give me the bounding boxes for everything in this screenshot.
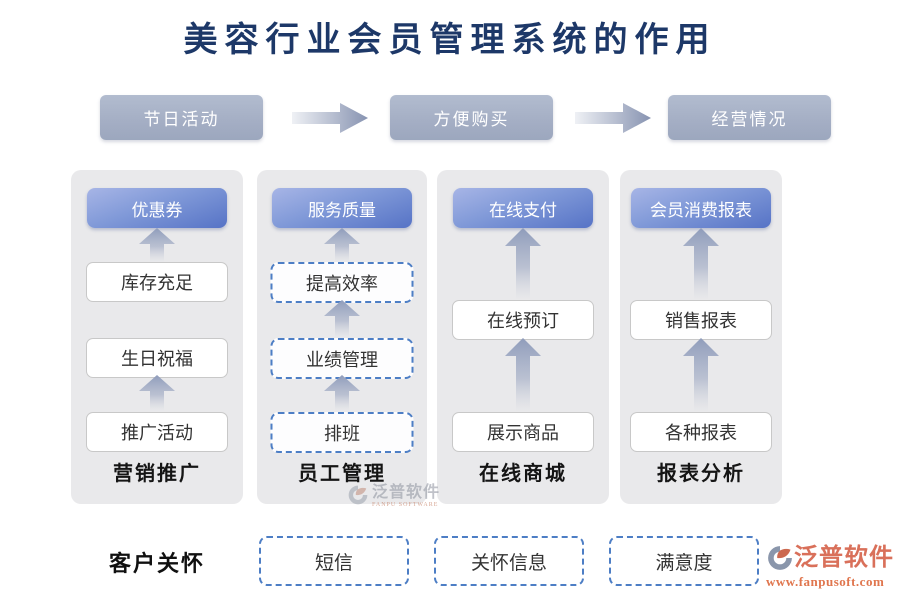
feature-box-efficiency: 提高效率 — [270, 262, 414, 303]
up-arrow-icon — [139, 375, 175, 411]
up-arrow-icon — [324, 300, 360, 338]
care-box-sms: 短信 — [259, 536, 409, 586]
column-header-service-quality: 服务质量 — [272, 188, 412, 228]
watermark-url: www.fanpusoft.com — [766, 574, 885, 589]
up-arrow-icon — [324, 375, 360, 411]
feature-box-various-reports: 各种报表 — [630, 412, 772, 452]
flow-step-festival-button: 节日活动 — [100, 95, 263, 140]
flow-step-purchase-button: 方便购买 — [390, 95, 553, 140]
flow-step-operation-button: 经营情况 — [668, 95, 831, 140]
panel-reports: 会员消费报表 销售报表 各种报表 报表分析 — [620, 170, 782, 504]
column-footer-reports: 报表分析 — [657, 463, 745, 485]
right-arrow-icon — [575, 103, 651, 133]
feature-box-promotion: 推广活动 — [86, 412, 228, 452]
panel-mall: 在线支付 在线预订 展示商品 在线商城 — [437, 170, 609, 504]
feature-box-show-goods: 展示商品 — [452, 412, 594, 452]
up-arrow-icon — [683, 228, 719, 300]
feature-box-booking: 在线预订 — [452, 300, 594, 340]
feature-box-sales-report: 销售报表 — [630, 300, 772, 340]
care-box-satisfaction: 满意度 — [609, 536, 759, 586]
up-arrow-icon — [324, 228, 360, 262]
up-arrow-icon — [683, 338, 719, 412]
watermark-bottom-right: 泛普软件 www.fanpusoft.com — [766, 543, 896, 590]
page-title: 美容行业会员管理系统的作用 — [183, 22, 717, 59]
right-arrow-icon — [292, 103, 368, 133]
up-arrow-icon — [139, 228, 175, 262]
care-box-care-message: 关怀信息 — [434, 536, 584, 586]
feature-box-performance: 业绩管理 — [270, 338, 414, 379]
watermark-brand: 泛普软件 — [794, 545, 894, 571]
feature-box-stock: 库存充足 — [86, 262, 228, 302]
column-header-coupon: 优惠券 — [87, 188, 227, 228]
column-header-online-pay: 在线支付 — [453, 188, 593, 228]
column-footer-mall: 在线商城 — [479, 463, 567, 485]
column-header-member-report: 会员消费报表 — [631, 188, 771, 228]
customer-care-label: 客户关怀 — [108, 551, 205, 576]
feature-box-scheduling: 排班 — [270, 412, 414, 453]
column-footer-staff: 员工管理 — [298, 463, 386, 485]
column-footer-marketing: 营销推广 — [113, 463, 201, 485]
up-arrow-icon — [505, 228, 541, 300]
panel-staff: 服务质量 提高效率 业绩管理 排班 员工管理 — [257, 170, 427, 504]
up-arrow-icon — [505, 338, 541, 412]
panel-marketing: 优惠券 库存充足 生日祝福 推广活动 营销推广 — [71, 170, 243, 504]
feature-box-birthday: 生日祝福 — [86, 338, 228, 378]
fanpu-logo-icon — [768, 546, 792, 570]
